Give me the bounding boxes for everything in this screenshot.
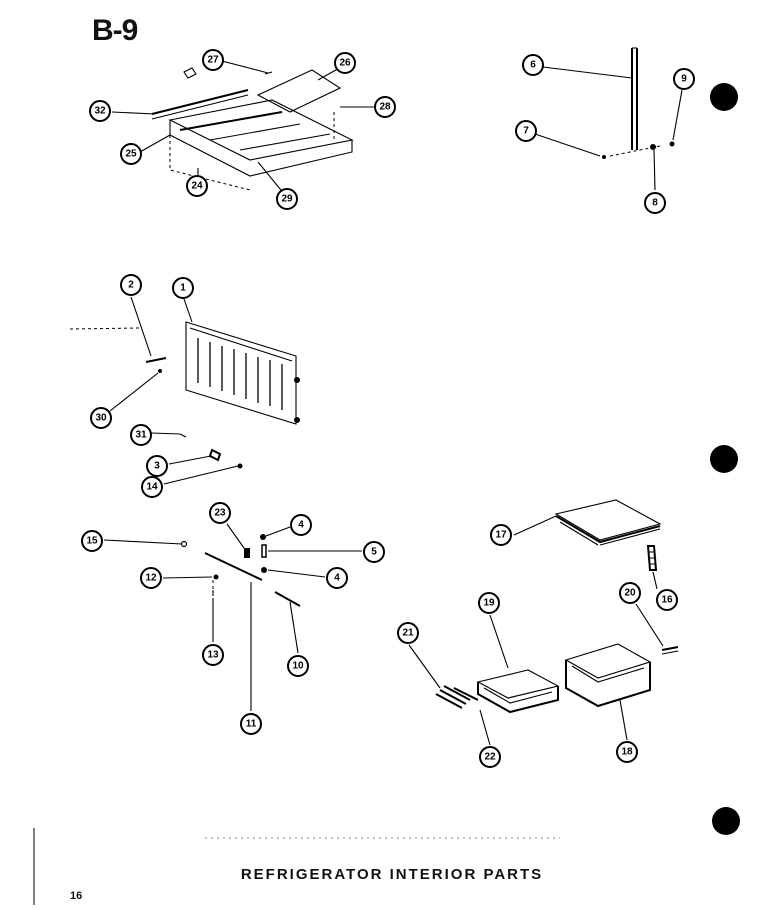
callout-label: 2 bbox=[128, 280, 134, 291]
callout-label: 31 bbox=[135, 430, 147, 441]
callout-2: 2 bbox=[120, 274, 142, 296]
callout-label: 18 bbox=[621, 747, 633, 758]
callout-17: 17 bbox=[490, 524, 512, 546]
rail-assembly bbox=[602, 47, 675, 159]
callout-label: 1 bbox=[180, 283, 186, 294]
callout-26: 26 bbox=[334, 52, 356, 74]
callout-label: 8 bbox=[652, 198, 658, 209]
callout-25: 25 bbox=[120, 143, 142, 165]
callout-14: 14 bbox=[141, 476, 163, 498]
callout-16: 16 bbox=[656, 589, 678, 611]
callout-label: 21 bbox=[402, 628, 414, 639]
callout-13: 13 bbox=[202, 644, 224, 666]
callout-label: 4 bbox=[334, 573, 340, 584]
callout-22: 22 bbox=[479, 746, 501, 768]
callout-1: 1 bbox=[172, 277, 194, 299]
sheet-id: B-9 bbox=[92, 14, 138, 47]
callout-label: 9 bbox=[681, 74, 687, 85]
callout-label: 24 bbox=[191, 181, 203, 192]
callout-12: 12 bbox=[140, 567, 162, 589]
callout-11: 11 bbox=[240, 713, 262, 735]
callout-9: 9 bbox=[673, 68, 695, 90]
callout-30: 30 bbox=[90, 407, 112, 429]
callout-3: 3 bbox=[146, 455, 168, 477]
callout-label: 27 bbox=[207, 55, 219, 66]
callout-18: 18 bbox=[616, 741, 638, 763]
callout-label: 5 bbox=[371, 547, 377, 558]
callout-5: 5 bbox=[363, 541, 385, 563]
callout-label: 11 bbox=[246, 719, 257, 730]
callout-label: 16 bbox=[661, 595, 673, 606]
callout-27: 27 bbox=[202, 49, 224, 71]
callout-label: 14 bbox=[146, 482, 158, 493]
callout-label: 25 bbox=[125, 149, 137, 160]
panel-assembly bbox=[69, 321, 300, 469]
callout-label: 6 bbox=[530, 60, 536, 71]
callout-20: 20 bbox=[619, 582, 641, 604]
callout-label: 28 bbox=[379, 102, 391, 113]
callout-8: 8 bbox=[644, 192, 666, 214]
callout-label: 20 bbox=[624, 588, 636, 599]
punch-hole-bottom bbox=[712, 807, 740, 835]
callout-label: 7 bbox=[523, 126, 529, 137]
callout-label: 3 bbox=[154, 461, 160, 472]
callout-label: 12 bbox=[145, 573, 157, 584]
callout-label: 19 bbox=[483, 598, 495, 609]
callout-label: 22 bbox=[484, 752, 496, 763]
callout-19: 19 bbox=[478, 592, 500, 614]
callout-4b: 4 bbox=[326, 567, 348, 589]
crisper-shelf bbox=[554, 499, 679, 655]
callout-label: 23 bbox=[214, 508, 226, 519]
callout-label: 15 bbox=[86, 536, 98, 547]
callout-7: 7 bbox=[515, 120, 537, 142]
callout-label: 4 bbox=[298, 520, 304, 531]
callout-label: 29 bbox=[281, 194, 293, 205]
callout-label: 32 bbox=[94, 106, 106, 117]
callout-4a: 4 bbox=[290, 514, 312, 536]
callout-label: 10 bbox=[292, 661, 304, 672]
callout-label: 17 bbox=[495, 530, 507, 541]
callout-label: 13 bbox=[207, 650, 219, 661]
leader-lines bbox=[103, 60, 683, 746]
callout-29: 29 bbox=[276, 188, 298, 210]
punch-hole-middle bbox=[710, 445, 738, 473]
callouts: 1 2 3 4 4 5 6 7 8 9 10 11 12 13 14 15 16… bbox=[81, 49, 695, 768]
callout-label: 26 bbox=[339, 58, 351, 69]
callout-32: 32 bbox=[89, 100, 111, 122]
callout-21: 21 bbox=[397, 622, 419, 644]
callout-24: 24 bbox=[186, 175, 208, 197]
diagram-caption: REFRIGERATOR INTERIOR PARTS bbox=[240, 866, 544, 883]
callout-31: 31 bbox=[130, 424, 152, 446]
page-number: 16 bbox=[70, 890, 83, 902]
callout-10: 10 bbox=[287, 655, 309, 677]
hinge-assembly bbox=[180, 534, 301, 607]
callout-23: 23 bbox=[209, 502, 231, 524]
callout-28: 28 bbox=[374, 96, 396, 118]
crisper-pans bbox=[435, 643, 652, 714]
callout-15: 15 bbox=[81, 530, 103, 552]
callout-label: 30 bbox=[95, 413, 107, 424]
callout-6: 6 bbox=[522, 54, 544, 76]
shelf-assembly bbox=[151, 67, 354, 191]
punch-hole-top bbox=[710, 83, 738, 111]
